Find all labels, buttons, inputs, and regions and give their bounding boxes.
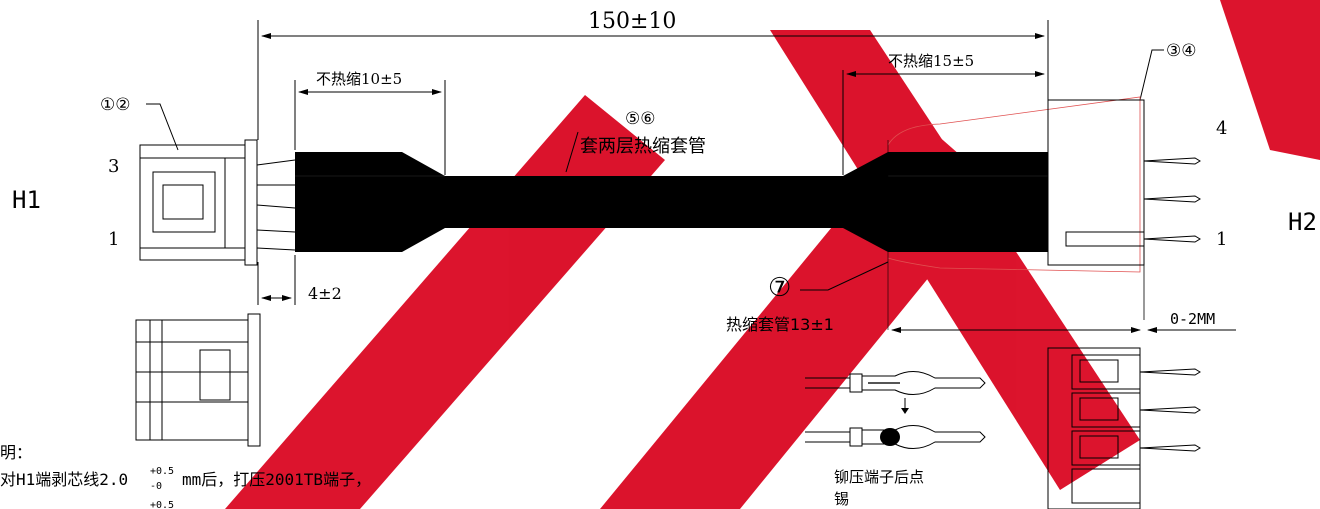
strip-length-label: 4±2 [308,284,342,303]
crimp-note-line2: 锡 [834,490,849,508]
h1-pin-top: 3 [108,156,119,177]
h1-connector [139,139,296,266]
callout-parts-56: ⑤⑥ 套两层热缩套管 [565,109,706,173]
heat-shrink-label: 热缩套管13±1 [726,315,834,334]
gap-label: 0-2MM [1170,310,1215,328]
no-shrink-right-label: 不热缩15±5 [888,52,974,70]
h2-label: H2 [1288,208,1317,236]
no-shrink-left-dimension: 不热缩10±5 [294,70,446,175]
heat-shrink-outline [887,96,1141,330]
strip-length-dimension: 4±2 [257,255,342,305]
h2-connector [1047,99,1201,320]
h2-side-view [1047,347,1201,509]
crimp-detail [805,371,986,449]
h2-pin-bottom: 1 [1216,229,1227,250]
notes-line1-suffix: mm后，打压2001TB端子， [182,470,371,489]
notes-line1-sub: -0 [150,481,162,492]
cable-body [295,152,1048,252]
no-shrink-left-label: 不热缩10±5 [316,70,402,88]
svg-text:⑦: ⑦ [768,273,791,303]
callout-parts-12: ①② [100,95,179,151]
callout-part-7: ⑦ [768,261,889,303]
gap-dimension: 0-2MM [1147,310,1236,333]
callout-parts-34: ③④ [1139,41,1196,101]
svg-text:③④: ③④ [1166,41,1196,61]
notes-line2-sup: +0.5 [150,500,174,509]
overall-dimension-label: 150±10 [588,9,676,34]
crimp-note-line1: 铆压端子后点 [834,468,924,486]
h2-pin-top: 4 [1216,118,1227,139]
notes-heading: 明： [0,443,32,462]
notes-line1-prefix: 对H1端剥芯线2.0 [0,470,128,489]
no-shrink-right-dimension: 不热缩15±5 [842,52,1045,175]
svg-text:⑤⑥: ⑤⑥ [625,109,655,129]
h1-label: H1 [12,186,41,214]
heat-shrink-dimension: 热缩套管13±1 [726,315,1141,334]
h1-pin-bottom: 1 [108,229,119,250]
sleeve-description: 套两层热缩套管 [580,136,706,157]
notes-line1-sup: +0.5 [150,466,174,477]
svg-text:①②: ①② [100,95,130,115]
h1-side-view [135,313,261,447]
notes-block: 明： 对H1端剥芯线2.0 +0.5 -0 mm后，打压2001TB端子， +0… [0,443,371,509]
overall-dimension: 150±10 [257,9,1049,140]
